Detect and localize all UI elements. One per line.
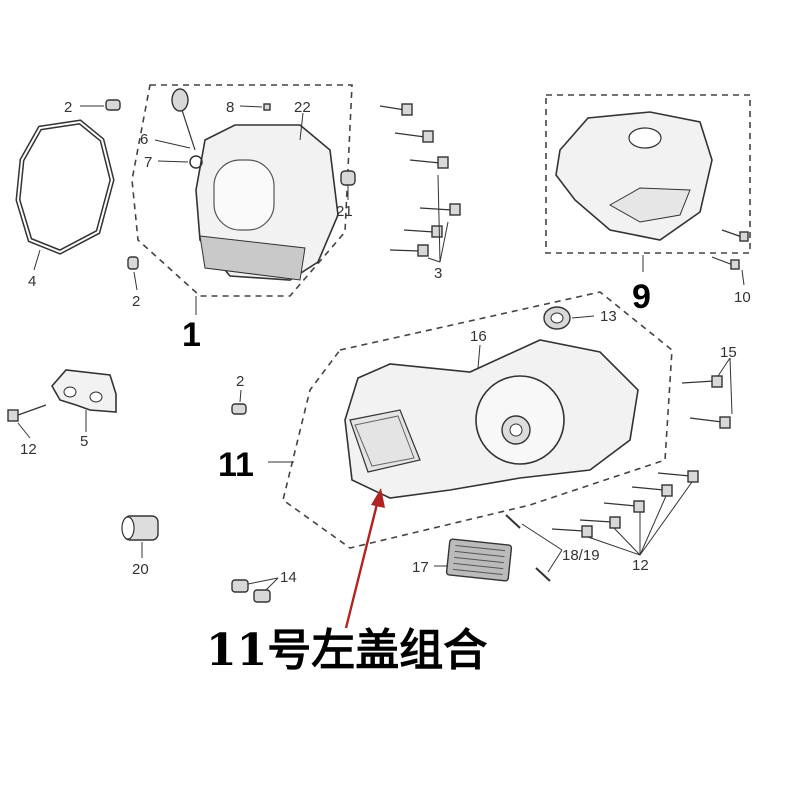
dipstick-rod <box>181 109 196 151</box>
callout-2: 2 <box>132 293 140 310</box>
assembly-11-boundary <box>282 291 673 549</box>
bolt-set-10 <box>711 229 749 286</box>
assembly-1-boundary <box>131 84 353 297</box>
callout-8: 8 <box>226 99 234 116</box>
bolt-set-12 <box>551 470 699 556</box>
filter-17 <box>434 538 513 582</box>
callout-18-19: 18/19 <box>562 547 600 564</box>
bearing-13 <box>543 306 595 330</box>
callout-3: 3 <box>434 265 442 282</box>
cover-fins <box>199 235 306 281</box>
callout-6: 6 <box>140 131 148 148</box>
callout-2: 2 <box>64 99 72 116</box>
bracket-5 <box>51 369 117 432</box>
assembly-9-boundary <box>545 94 751 254</box>
cover-window <box>213 159 275 231</box>
callout-13: 13 <box>600 308 617 325</box>
callout-2: 2 <box>236 373 244 390</box>
pin-set-18-19 <box>505 514 563 582</box>
callout-22: 22 <box>294 99 311 116</box>
bolt-12 <box>7 404 47 439</box>
callout-7: 7 <box>144 154 152 171</box>
callout-9: 9 <box>632 278 651 316</box>
bushing-20 <box>121 515 159 558</box>
callout-11: 11 <box>218 446 254 484</box>
callout-1: 1 <box>182 316 201 354</box>
dowel-pin <box>80 99 121 111</box>
callout-14: 14 <box>280 569 297 586</box>
bolt-set-15 <box>681 357 733 429</box>
assembly-9 <box>545 94 751 272</box>
dowel-pin <box>127 256 139 291</box>
callout-15: 15 <box>720 344 737 361</box>
gasket-4 <box>15 119 115 271</box>
plug-part <box>340 170 356 186</box>
assembly-1 <box>131 84 356 315</box>
callout-12: 12 <box>20 441 37 458</box>
callout-21: 21 <box>336 203 353 220</box>
clip-set-14 <box>231 577 279 603</box>
callout-17: 17 <box>412 559 429 576</box>
callout-20: 20 <box>132 561 149 578</box>
o-ring <box>189 155 203 169</box>
dipstick-cap <box>171 88 189 112</box>
dowel-pin <box>231 389 247 415</box>
callout-5: 5 <box>80 433 88 450</box>
highlight-arrow <box>344 488 385 629</box>
assembly-11 <box>268 291 673 549</box>
callout-16: 16 <box>470 328 487 345</box>
bolt-set-3 <box>379 103 461 263</box>
callout-10: 10 <box>734 289 751 306</box>
callout-4: 4 <box>28 273 36 290</box>
caption: 11号左盖组合 <box>206 625 487 676</box>
callout-12: 12 <box>632 557 649 574</box>
pin-part <box>263 103 271 111</box>
